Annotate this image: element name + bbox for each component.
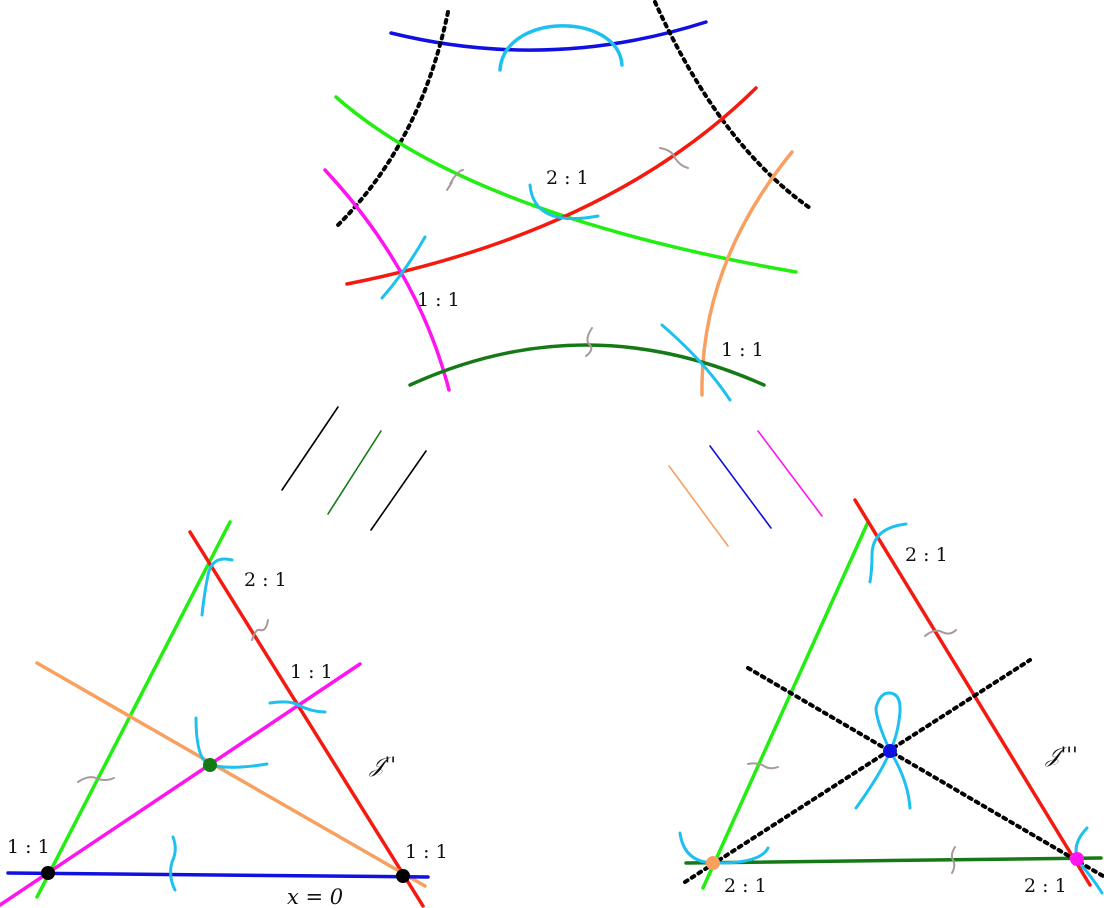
cyan-branch: [868, 522, 908, 584]
label-1-1: 1 : 1: [417, 289, 460, 311]
cyan-loop: [854, 691, 912, 810]
black-point: [41, 866, 55, 880]
label-x-equals-0: x = 0: [287, 885, 343, 908]
gray-squiggle: [77, 776, 115, 783]
dotted-curve-right: [653, 0, 812, 210]
cyan-branch-1-1-right: [660, 323, 732, 402]
left-diagram: 2 : 1 1 : 1 𝒥'' 1 : 1 1 : 1 x = 0: [0, 520, 448, 908]
arrow-black: [281, 406, 339, 491]
cyan-branch-2-1: [528, 183, 600, 221]
dotted-line: [746, 666, 1104, 878]
gray-squiggle: [950, 846, 956, 874]
green-curve: [334, 95, 798, 274]
label-1-1: 1 : 1: [7, 836, 50, 858]
magenta-line: [0, 662, 362, 907]
black-point: [396, 869, 410, 883]
arrow-dark-green: [327, 430, 382, 515]
arrows: [281, 406, 823, 547]
arrow-magenta: [757, 430, 823, 517]
cyan-branch: [169, 835, 177, 892]
cyan-branch: [200, 557, 234, 617]
dotted-curve-left: [333, 10, 450, 230]
label-1-1: 1 : 1: [405, 841, 448, 863]
orange-point: [706, 856, 720, 870]
label-2-1: 2 : 1: [724, 875, 767, 897]
diagram-name: 𝒥'': [369, 753, 396, 777]
red-line: [188, 530, 425, 908]
top-surface: 2 : 1 1 : 1 1 : 1: [323, 0, 812, 402]
green-line: [35, 520, 232, 899]
gray-squiggle: [924, 629, 957, 637]
red-line: [853, 498, 1092, 887]
gray-squiggle: [446, 169, 464, 191]
gray-squiggle: [747, 762, 779, 770]
right-diagram: 2 : 1 𝒥''' 2 : 1 2 : 1: [678, 498, 1104, 897]
arrow-blue: [709, 445, 772, 529]
orange-line: [35, 661, 427, 888]
green-line: [701, 520, 870, 890]
cyan-branch: [1074, 826, 1104, 895]
blue-point: [883, 744, 897, 758]
diagram-name: 𝒥''': [1045, 743, 1078, 767]
dark-green-curve: [408, 343, 766, 387]
label-2-1: 2 : 1: [244, 569, 287, 591]
label-2-1: 2 : 1: [546, 167, 589, 189]
red-curve: [345, 86, 758, 286]
label-1-1: 1 : 1: [721, 339, 764, 361]
magenta-curve: [323, 168, 451, 392]
gray-squiggle: [659, 147, 689, 169]
green-point: [203, 758, 217, 772]
blue-line: [6, 871, 430, 879]
label-2-1: 2 : 1: [905, 544, 948, 566]
cyan-branch: [268, 700, 327, 714]
gray-squiggle: [585, 327, 593, 357]
dotted-line: [683, 658, 1032, 884]
dark-green-line: [684, 856, 1103, 865]
cyan-arc-top: [498, 24, 624, 72]
blue-curve: [389, 20, 708, 52]
label-1-1: 1 : 1: [290, 661, 333, 683]
gray-squiggle: [251, 619, 269, 641]
arrow-black: [370, 450, 427, 531]
cyan-branch-1-1-left: [380, 235, 427, 300]
magenta-point: [1070, 852, 1084, 866]
label-2-1: 2 : 1: [1024, 875, 1067, 897]
arrow-orange: [668, 465, 729, 547]
